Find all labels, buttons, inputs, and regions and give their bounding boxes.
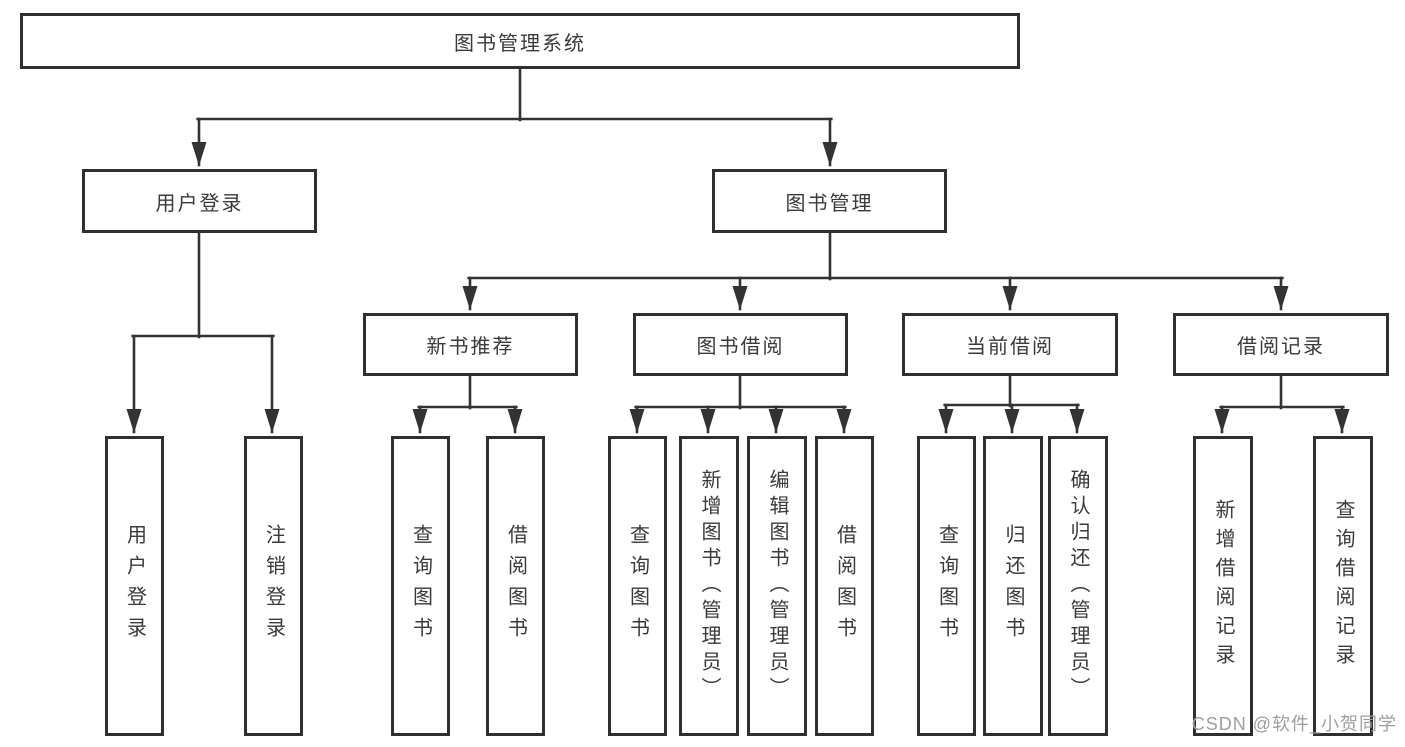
node-user-login-group: 用户登录 xyxy=(82,169,317,233)
leaf-return-books: 归还图书 xyxy=(983,436,1043,736)
leaf-query-borrow-record: 查询借阅记录 xyxy=(1313,436,1373,736)
leaf-return-books-label: 归还图书 xyxy=(1002,524,1024,648)
leaf-query-borrow-record-label: 查询借阅记录 xyxy=(1332,499,1354,673)
leaf-query-books-borrowing-label: 查询图书 xyxy=(626,524,649,648)
leaf-add-borrow-record: 新增借阅记录 xyxy=(1193,436,1253,736)
leaf-add-books-admin: 新增图书（管理员） xyxy=(679,436,739,736)
leaf-logout-label: 注销登录 xyxy=(262,524,285,648)
leaf-edit-books-admin-label: 编辑图书（管理员） xyxy=(766,469,788,703)
leaf-logout: 注销登录 xyxy=(244,436,303,736)
node-user-login-group-label: 用户登录 xyxy=(155,192,244,215)
leaf-query-books-borrowing: 查询图书 xyxy=(608,436,667,736)
leaf-query-books-recommendation: 查询图书 xyxy=(391,436,450,736)
leaf-user-login: 用户登录 xyxy=(105,436,164,736)
leaf-query-books-current: 查询图书 xyxy=(917,436,976,736)
leaf-confirm-return-admin-label: 确认归还（管理员） xyxy=(1067,469,1089,703)
leaf-confirm-return-admin: 确认归还（管理员） xyxy=(1048,436,1108,736)
leaf-user-login-label: 用户登录 xyxy=(123,524,146,648)
csdn-watermark: CSDN @软件_小贺同学 xyxy=(1191,714,1397,734)
node-new-book-recommendation: 新书推荐 xyxy=(363,313,578,376)
node-library-management-system-label: 图书管理系统 xyxy=(454,32,586,55)
node-current-borrowing-label: 当前借阅 xyxy=(966,336,1054,358)
node-book-borrowing: 图书借阅 xyxy=(633,313,848,376)
leaf-borrow-books-recommendation-label: 借阅图书 xyxy=(504,524,527,648)
node-borrowing-records: 借阅记录 xyxy=(1173,313,1389,376)
node-borrowing-records-label: 借阅记录 xyxy=(1237,336,1325,358)
leaf-borrow-books-label: 借阅图书 xyxy=(833,524,856,648)
leaf-borrow-books: 借阅图书 xyxy=(815,436,874,736)
leaf-add-borrow-record-label: 新增借阅记录 xyxy=(1212,499,1234,673)
leaf-borrow-books-recommendation: 借阅图书 xyxy=(486,436,545,736)
node-book-management-group-label: 图书管理 xyxy=(785,192,874,215)
leaf-query-books-recommendation-label: 查询图书 xyxy=(409,524,432,648)
node-new-book-recommendation-label: 新书推荐 xyxy=(426,336,515,358)
leaf-edit-books-admin: 编辑图书（管理员） xyxy=(747,436,807,736)
node-book-borrowing-label: 图书借阅 xyxy=(696,336,785,358)
node-current-borrowing: 当前借阅 xyxy=(902,313,1118,376)
leaf-add-books-admin-label: 新增图书（管理员） xyxy=(698,469,720,703)
leaf-query-books-current-label: 查询图书 xyxy=(935,524,958,648)
node-book-management-group: 图书管理 xyxy=(712,169,947,233)
node-library-management-system: 图书管理系统 xyxy=(20,13,1020,69)
